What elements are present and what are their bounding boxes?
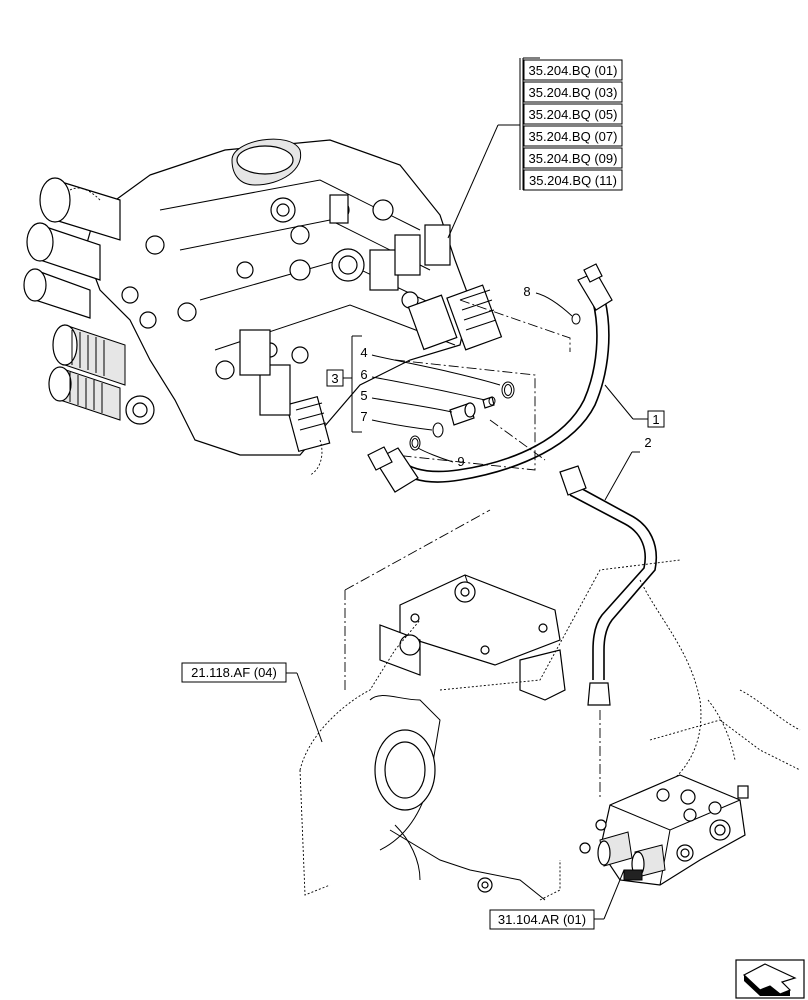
- seal-kit-parts: [394, 299, 581, 471]
- svg-text:5: 5: [360, 388, 367, 403]
- svg-text:2: 2: [644, 435, 651, 450]
- ref-link-35-204-bq-11[interactable]: 35.204.BQ (11): [523, 169, 623, 191]
- callout-5: 5: [360, 388, 453, 413]
- svg-text:7: 7: [360, 409, 367, 424]
- svg-text:4: 4: [360, 345, 367, 360]
- svg-text:35.204.BQ (11): 35.204.BQ (11): [529, 173, 617, 188]
- reference-stack: 35.204.BQ (01) 35.204.BQ (03) 35.204.BQ …: [447, 57, 623, 239]
- next-page-arrow-icon[interactable]: [735, 959, 805, 999]
- svg-text:6: 6: [360, 367, 367, 382]
- ref-link-35-204-bq-05[interactable]: 35.204.BQ (05): [523, 103, 623, 125]
- svg-text:9: 9: [457, 454, 464, 469]
- solenoid-cylinders: [23, 177, 155, 425]
- callout-3: 3: [326, 335, 362, 433]
- auxiliary-valve: [579, 774, 749, 886]
- svg-text:3: 3: [331, 371, 338, 386]
- callout-7: 7: [360, 409, 433, 431]
- leader-line: [447, 124, 499, 239]
- svg-text:1: 1: [652, 412, 659, 427]
- callout-6: 6: [360, 367, 486, 401]
- control-valve-assembly: [23, 138, 503, 456]
- svg-text:8: 8: [523, 284, 530, 299]
- ref-link-35-204-bq-07[interactable]: 35.204.BQ (07): [523, 125, 623, 147]
- callout-1: 1: [604, 384, 665, 428]
- svg-text:35.204.BQ (01): 35.204.BQ (01): [529, 63, 618, 78]
- electrical-connectors: [239, 224, 503, 453]
- callout-8: 8: [523, 284, 573, 317]
- leader-line: [603, 869, 625, 920]
- ref-link-31-104-ar-01[interactable]: 31.104.AR (01): [489, 909, 595, 930]
- svg-text:35.204.BQ (07): 35.204.BQ (07): [529, 129, 618, 144]
- svg-text:21.118.AF (04): 21.118.AF (04): [191, 665, 277, 680]
- frame-bracket: [299, 419, 801, 901]
- tube-assembly: [559, 465, 657, 800]
- svg-text:31.104.AR (01): 31.104.AR (01): [498, 912, 586, 927]
- svg-text:35.204.BQ (05): 35.204.BQ (05): [529, 107, 618, 122]
- callout-2: 2: [604, 435, 652, 501]
- ref-link-35-204-bq-03[interactable]: 35.204.BQ (03): [523, 81, 623, 103]
- svg-text:35.204.BQ (09): 35.204.BQ (09): [529, 151, 618, 166]
- ref-link-21-118-af-04[interactable]: 21.118.AF (04): [181, 662, 287, 683]
- ref-link-35-204-bq-01[interactable]: 35.204.BQ (01): [523, 59, 623, 81]
- hose-assembly: [367, 263, 613, 493]
- ref-link-35-204-bq-09[interactable]: 35.204.BQ (09): [523, 147, 623, 169]
- leader-line: [296, 672, 323, 743]
- callout-9: 9: [417, 447, 465, 469]
- svg-text:35.204.BQ (03): 35.204.BQ (03): [529, 85, 618, 100]
- callout-4: 4: [360, 345, 501, 386]
